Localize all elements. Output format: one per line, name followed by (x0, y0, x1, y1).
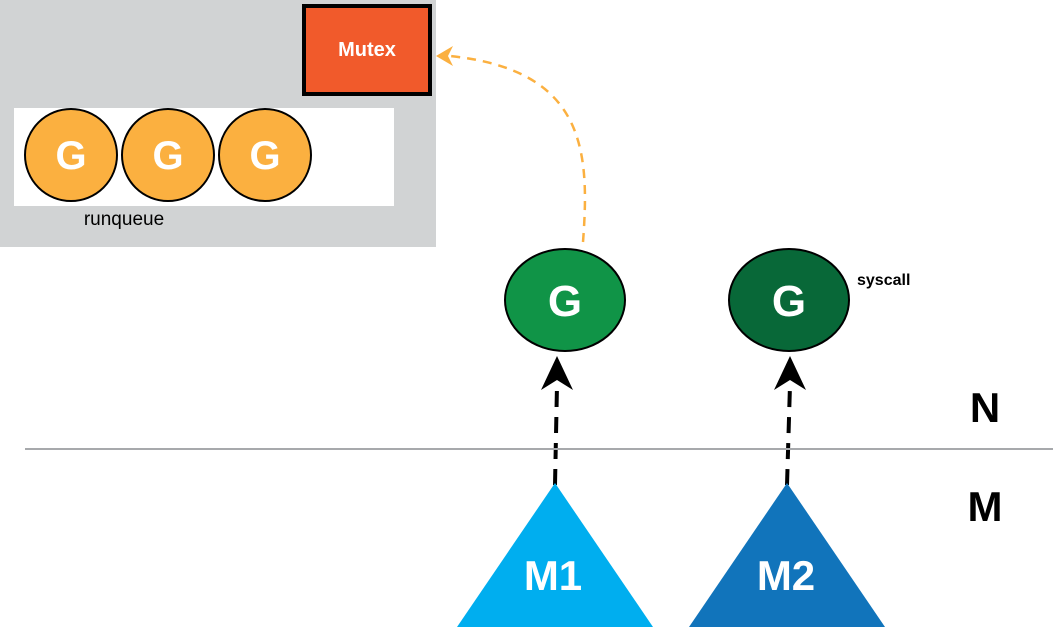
thread-m2-label: M2 (757, 552, 815, 599)
m1-to-g-arrow (553, 384, 559, 486)
mutex-box: Mutex (302, 4, 432, 96)
syscall-annotation: syscall (857, 272, 910, 289)
m2-to-g-arrow (785, 384, 792, 486)
layer-label-m: M (968, 483, 1003, 530)
syscall-goroutine: G (728, 248, 850, 352)
goroutine-label: G (55, 134, 86, 178)
goroutine-label: G (152, 134, 183, 178)
lock-request-arrow (449, 54, 587, 243)
syscall-goroutine-label: G (772, 277, 806, 326)
m1-arrowhead-icon (541, 356, 573, 390)
layer-label-n: N (970, 384, 1000, 431)
running-goroutine: G (504, 248, 626, 352)
lock-arrowhead-icon (436, 46, 453, 66)
runqueue-goroutine: G (24, 108, 118, 202)
goroutine-label: G (249, 134, 280, 178)
runqueue-label: runqueue (84, 209, 164, 230)
runqueue-goroutine: G (121, 108, 215, 202)
thread-m1-label: M1 (524, 552, 582, 599)
running-goroutine-label: G (548, 277, 582, 326)
thread-m1: M1 (457, 483, 653, 627)
thread-m2: M2 (689, 483, 885, 627)
mutex-label: Mutex (338, 39, 396, 61)
runqueue-goroutine: G (218, 108, 312, 202)
m2-arrowhead-icon (774, 356, 806, 390)
